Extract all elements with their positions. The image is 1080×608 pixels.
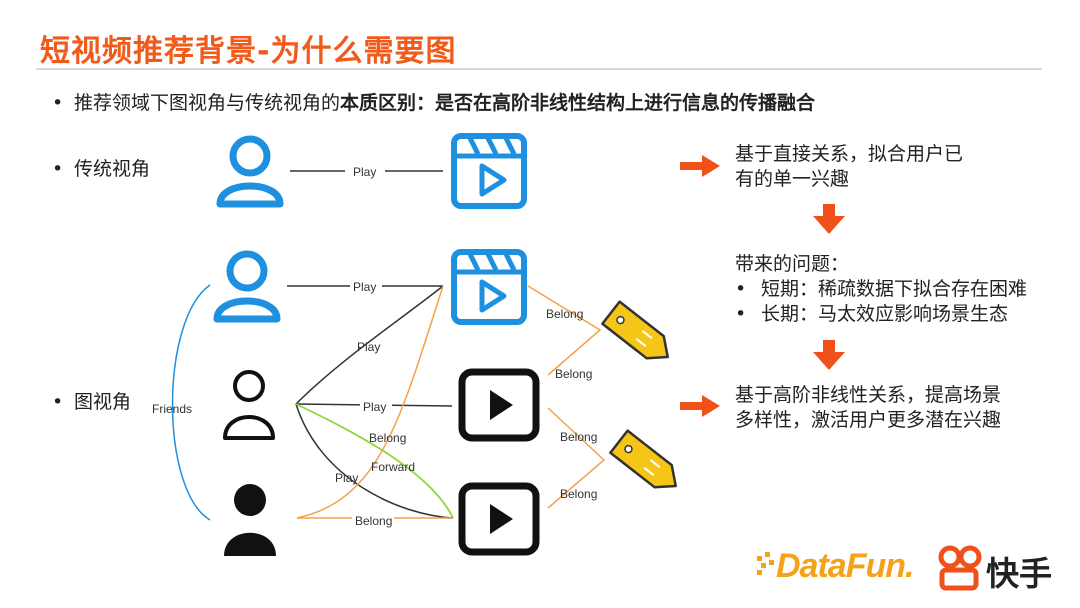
bullet-dot: • <box>52 92 64 114</box>
datafun-mark-icon <box>757 552 774 575</box>
edge-label-play: Play <box>363 400 386 414</box>
edge-labels: Play Play Play Belong Forward Play Belon… <box>152 278 597 529</box>
edge-label-belong: Belong <box>560 430 597 444</box>
bullet-dot: • <box>52 391 64 413</box>
arrow-right-icon <box>680 395 720 417</box>
video-play-icon <box>458 482 540 556</box>
edge-friends <box>171 284 211 521</box>
page-title: 短视频推荐背景-为什么需要图 <box>40 34 457 69</box>
bullet-dot: • <box>735 278 747 300</box>
tag-icon <box>601 300 669 360</box>
intro-bullet: • 推荐领域下图视角与传统视角的本质区别：是否在高阶非线性结构上进行信息的传播融合 <box>52 90 815 116</box>
edge-label-belong: Belong <box>555 367 592 381</box>
edge-label-belong: Belong <box>355 514 392 528</box>
edge-label-play: Play <box>353 165 376 179</box>
edge-label-belong: Belong <box>560 487 597 501</box>
user-icon-blue <box>213 250 281 323</box>
edge-label-play: Play <box>335 471 358 485</box>
edge-user3-belong-video1 <box>296 285 444 519</box>
traditional-desc-line1: 基于直接关系，拟合用户已 <box>735 143 964 165</box>
intro-prefix: 推荐领域下图视角与传统视角的 <box>74 92 341 114</box>
edge-label-forward: Forward <box>371 460 415 474</box>
edge-label-play: Play <box>353 280 376 294</box>
intro-sep: ： <box>416 92 436 114</box>
problem-item-short-term: • 短期：稀疏数据下拟合存在困难 <box>735 277 1027 302</box>
problem-short-term-text: 短期：稀疏数据下拟合存在困难 <box>761 278 1028 300</box>
problem-long-term-text: 长期：马太效应影响场景生态 <box>761 303 1009 325</box>
label-bg <box>345 163 385 179</box>
user-icon-outline <box>223 370 275 440</box>
traditional-desc-line2: 有的单一兴趣 <box>735 168 850 190</box>
traditional-label-text: 传统视角 <box>74 158 151 180</box>
video-play-icon <box>458 368 540 442</box>
kuaishou-logo: 快手 <box>986 554 1052 593</box>
edge-label-belong: Belong <box>369 431 406 445</box>
video-clip-icon-blue <box>451 249 527 325</box>
problem-item-long-term: • 长期：马太效应影响场景生态 <box>735 302 1008 327</box>
edge-label-friends: Friends <box>152 402 192 416</box>
edge-videos-belong-tag1 <box>527 285 602 376</box>
graph-label-text: 图视角 <box>74 391 132 413</box>
arrow-down-icon <box>813 204 845 234</box>
tag-icon <box>609 429 677 489</box>
video-clip-icon-blue <box>451 133 527 209</box>
edge-videos-belong-tag2 <box>547 407 606 509</box>
intro-bold-point: 是否在高阶非线性结构上进行信息的传播融合 <box>435 92 816 114</box>
user-icon-blue <box>216 135 284 208</box>
traditional-label: • 传统视角 <box>52 156 150 182</box>
edge-label-belong: Belong <box>546 307 583 321</box>
edge-user2-play-video1 <box>295 285 444 405</box>
arrow-down-icon <box>813 340 845 370</box>
intro-bold-key: 本质区别 <box>340 92 417 114</box>
kuaishou-logo-icon <box>938 545 982 591</box>
problems-title: 带来的问题： <box>735 253 850 275</box>
graph-desc-line1: 基于高阶非线性关系，提高场景 <box>735 384 1002 406</box>
edge-label-play: Play <box>357 340 380 354</box>
graph-label: • 图视角 <box>52 389 131 415</box>
graph-desc-line2: 多样性，激活用户更多潜在兴趣 <box>735 409 1002 431</box>
edge-forward <box>295 403 454 519</box>
datafun-logo: DataFun. <box>776 547 914 585</box>
title-divider <box>36 68 1042 70</box>
arrow-right-icon <box>680 155 720 177</box>
bullet-dot: • <box>52 158 64 180</box>
edge-user2-play-video3 <box>295 403 454 519</box>
user-icon-solid <box>224 484 276 556</box>
bullet-dot: • <box>735 303 747 325</box>
